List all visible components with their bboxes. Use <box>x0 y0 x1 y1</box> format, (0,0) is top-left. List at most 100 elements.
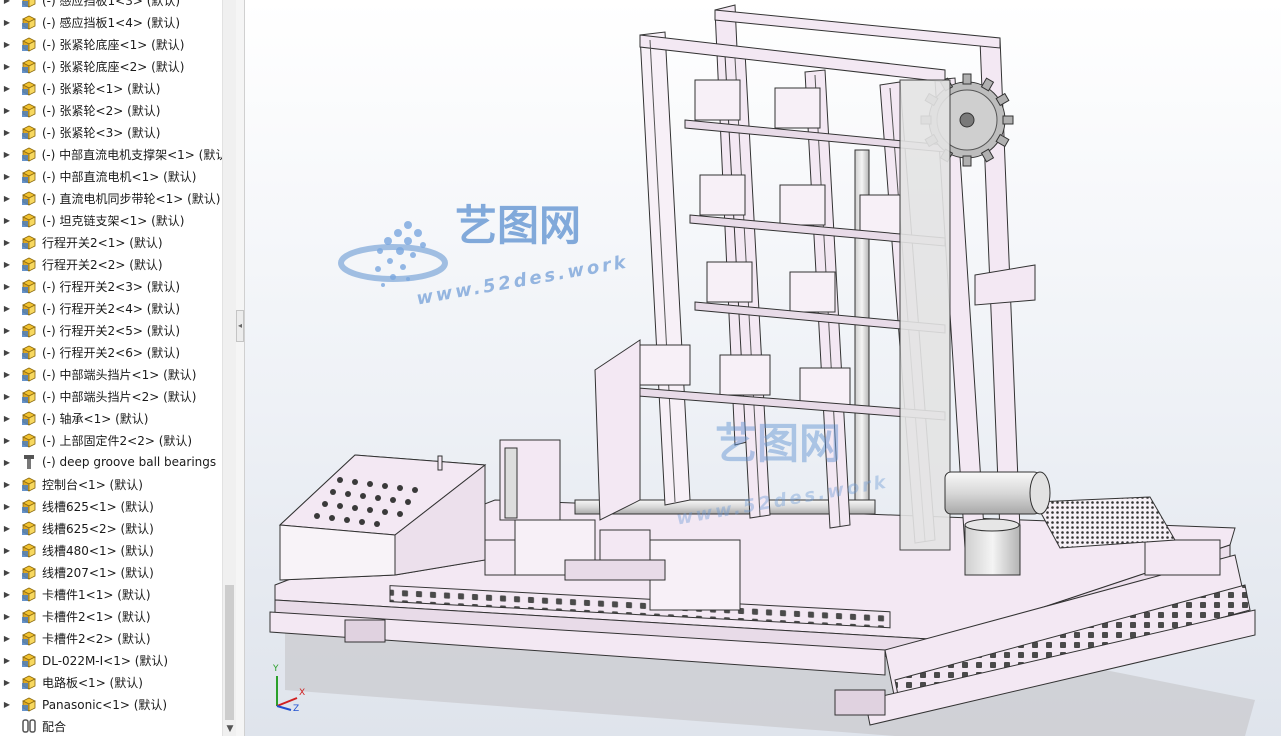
triad-x-label: X <box>299 688 306 698</box>
triad-z-label: Z <box>293 704 300 714</box>
tree-item[interactable]: ▶行程开关2<1> (默认) <box>0 231 222 253</box>
expand-arrow-icon[interactable]: ▶ <box>3 0 11 5</box>
tree-item[interactable]: ▶ (-) 直流电机同步带轮<1> (默认) <box>0 187 222 209</box>
expand-arrow-icon[interactable]: ▶ <box>3 391 11 401</box>
scroll-down-arrow-icon[interactable]: ▼ <box>226 724 234 734</box>
expand-arrow-icon[interactable]: ▶ <box>3 83 11 93</box>
expand-arrow-icon[interactable]: ▶ <box>3 523 11 533</box>
tree-item-label: (-) 坦克链支架<1> (默认) <box>42 213 185 228</box>
expand-arrow-icon[interactable]: ▶ <box>3 347 11 357</box>
expand-arrow-icon[interactable]: ▶ <box>3 435 11 445</box>
expand-arrow-icon[interactable]: ▶ <box>3 589 11 599</box>
tree-item-label: (-) 张紧轮底座<2> (默认) <box>42 59 185 74</box>
tree-item-label: (-) 感应挡板1<3> (默认) <box>42 0 181 8</box>
expand-arrow-icon[interactable]: ▶ <box>3 149 10 159</box>
expand-arrow-icon[interactable]: ▶ <box>3 193 11 203</box>
part-icon <box>21 80 37 96</box>
tree-item-label: (-) 感应挡板1<4> (默认) <box>42 15 181 30</box>
tree-item[interactable]: ▶线槽207<1> (默认) <box>0 561 222 583</box>
side-bracket <box>974 264 1036 306</box>
expand-arrow-icon[interactable]: ▶ <box>3 171 11 181</box>
part-icon <box>21 432 37 448</box>
tree-item[interactable]: ▶(-) 中部端头挡片<1> (默认) <box>0 363 222 385</box>
tree-item[interactable]: ▶卡槽件2<1> (默认) <box>0 605 222 627</box>
expand-arrow-icon[interactable]: ▶ <box>3 611 11 621</box>
part-icon <box>21 564 37 580</box>
tree-item[interactable]: ▶电路板<1> (默认) <box>0 671 222 693</box>
tree-item[interactable]: ▶(-) 中部直流电机支撑架<1> (默认) <box>0 143 222 165</box>
tree-item[interactable]: ▶控制台<1> (默认) <box>0 473 222 495</box>
expand-arrow-icon[interactable]: ▶ <box>3 501 11 511</box>
part-icon <box>21 212 37 228</box>
tree-item[interactable]: ▶ (-) 张紧轮底座<2> (默认) <box>0 55 222 77</box>
collapse-panel-icon[interactable]: ◂ <box>236 310 244 342</box>
tree-item[interactable]: ▶(-) 行程开关2<4> (默认) <box>0 297 222 319</box>
part-icon <box>21 14 37 30</box>
mesh-panel <box>1034 496 1176 549</box>
expand-arrow-icon[interactable]: ▶ <box>3 699 11 709</box>
tree-item-label: (-) 行程开关2<6> (默认) <box>42 345 181 360</box>
tree-item[interactable]: ▶ 卡槽件1<1> (默认) <box>0 583 222 605</box>
assembly-model <box>269 4 1256 736</box>
expand-arrow-icon[interactable]: ▶ <box>3 303 11 313</box>
scrollbar-thumb[interactable] <box>225 585 234 720</box>
tree-item[interactable]: ▶线槽625<2> (默认) <box>0 517 222 539</box>
expand-arrow-icon[interactable]: ▶ <box>3 17 11 27</box>
expand-arrow-icon[interactable]: ▶ <box>3 105 11 115</box>
expand-arrow-icon[interactable]: ▶ <box>3 325 11 335</box>
expand-arrow-icon[interactable]: ▶ <box>3 281 11 291</box>
part-icon <box>21 586 37 602</box>
tree-item[interactable]: ▶ (-) 行程开关2<6> (默认) <box>0 341 222 363</box>
tree-item[interactable]: ▶(-) 张紧轮<2> (默认) <box>0 99 222 121</box>
expand-arrow-icon[interactable]: ▶ <box>3 237 11 247</box>
expand-arrow-icon[interactable]: ▶ <box>3 259 11 269</box>
tree-item[interactable]: ▶ (-) 行程开关2<3> (默认) <box>0 275 222 297</box>
tree-item[interactable]: ▶(-) 中部端头挡片<2> (默认) <box>0 385 222 407</box>
expand-arrow-icon[interactable]: ▶ <box>3 369 11 379</box>
expand-arrow-icon[interactable]: ▶ <box>3 215 11 225</box>
tree-item[interactable]: ▶(-) deep groove ball bearings <box>0 451 222 473</box>
expand-arrow-icon[interactable]: ▶ <box>3 677 11 687</box>
expand-arrow-icon[interactable]: ▶ <box>3 655 11 665</box>
expand-arrow-icon[interactable]: ▶ <box>3 127 11 137</box>
expand-arrow-icon[interactable]: ▶ <box>3 545 11 555</box>
expand-arrow-icon[interactable]: ▶ <box>3 567 11 577</box>
tree-item[interactable]: ▶(-) 轴承<1> (默认) <box>0 407 222 429</box>
expand-arrow-icon[interactable]: ▶ <box>3 633 11 643</box>
tree-item[interactable]: 配合 <box>0 715 222 736</box>
tree-item[interactable]: ▶ (-) 张紧轮底座<1> (默认) <box>0 33 222 55</box>
tree-item-label: 卡槽件1<1> (默认) <box>42 587 151 602</box>
tree-item[interactable]: ▶ (-) 感应挡板1<3> (默认) <box>0 0 222 11</box>
tree-item[interactable]: ▶线槽625<1> (默认) <box>0 495 222 517</box>
tree-item[interactable]: ▶行程开关2<2> (默认) <box>0 253 222 275</box>
tree-item[interactable]: ▶卡槽件2<2> (默认) <box>0 627 222 649</box>
tree-item[interactable]: ▶ (-) 感应挡板1<4> (默认) <box>0 11 222 33</box>
part-icon <box>21 278 37 294</box>
tree-item[interactable]: ▶(-) 张紧轮<1> (默认) <box>0 77 222 99</box>
tree-item[interactable]: ▶线槽480<1> (默认) <box>0 539 222 561</box>
graphics-viewport[interactable]: 艺图网 www.52des.work 艺图网 www.52des.work Y … <box>245 0 1281 736</box>
tree-scrollbar[interactable]: ▼ <box>222 0 237 736</box>
part-icon <box>21 476 37 492</box>
expand-arrow-icon[interactable]: ▶ <box>3 39 11 49</box>
tree-item[interactable]: ▶ (-) 张紧轮<3> (默认) <box>0 121 222 143</box>
tree-item-label: (-) 直流电机同步带轮<1> (默认) <box>42 191 221 206</box>
tree-item[interactable]: ▶(-) 上部固定件2<2> (默认) <box>0 429 222 451</box>
expand-arrow-icon[interactable]: ▶ <box>3 61 11 71</box>
tree-item-label: (-) 张紧轮<3> (默认) <box>42 125 161 140</box>
tree-item[interactable]: ▶DL-022M-I<1> (默认) <box>0 649 222 671</box>
tree-item-label: (-) 行程开关2<3> (默认) <box>42 279 181 294</box>
part-icon <box>21 168 37 184</box>
tree-item[interactable]: ▶ (-) 坦克链支架<1> (默认) <box>0 209 222 231</box>
panel-splitter[interactable]: ◂ <box>236 0 245 736</box>
expand-arrow-icon[interactable]: ▶ <box>3 479 11 489</box>
toolbox-part-icon <box>21 454 37 470</box>
expand-arrow-icon[interactable]: ▶ <box>3 457 11 467</box>
drive-chain <box>899 79 951 551</box>
expand-arrow-icon[interactable]: ▶ <box>3 413 11 423</box>
tree-item[interactable]: ▶Panasonic<1> (默认) <box>0 693 222 715</box>
tree-item[interactable]: ▶(-) 中部直流电机<1> (默认) <box>0 165 222 187</box>
console-buttons <box>314 477 418 527</box>
tree-item-label: (-) 张紧轮底座<1> (默认) <box>42 37 185 52</box>
tree-item[interactable]: ▶(-) 行程开关2<5> (默认) <box>0 319 222 341</box>
